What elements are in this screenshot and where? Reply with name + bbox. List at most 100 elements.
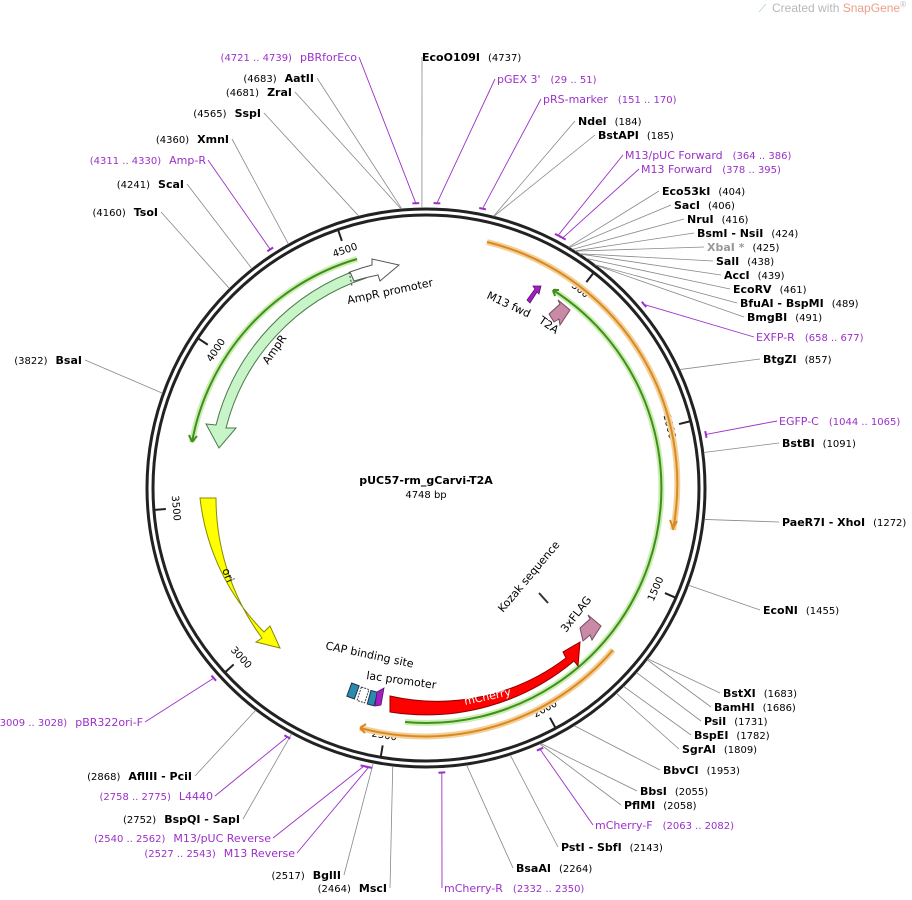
primer-range: (2540 .. 2562) (94, 834, 166, 845)
enzyme-name: BstXI (723, 687, 756, 700)
primer-range: (2527 .. 2543) (144, 849, 216, 860)
enzyme-name: AccI (724, 269, 750, 282)
enzyme-position: (1091) (823, 439, 856, 450)
primer-connector (436, 78, 496, 204)
enzyme-name: MscI (359, 882, 387, 895)
enzyme-connector (586, 258, 731, 290)
green-arc-right-halo (404, 287, 665, 726)
enzyme-name: SgrAI (682, 743, 716, 756)
ampr-arrow (205, 267, 367, 449)
green-arc-right (404, 289, 663, 724)
primer-range: (29 .. 51) (551, 75, 597, 86)
primer-connector (539, 748, 594, 826)
enzyme-label: XbaI *(425) (707, 241, 779, 254)
enzyme-position: (1809) (724, 745, 757, 756)
enzyme-label: BstAPI(185) (598, 129, 674, 142)
enzyme-position: (4360) (156, 135, 189, 146)
primer-site-mcherry-r: mCherry-R(2332 .. 2350) (438, 771, 584, 895)
enzyme-label: BbvCI(1953) (663, 764, 740, 777)
enzyme-site-bbsi: BbsI(2055) (540, 743, 708, 798)
enzyme-site-afliii-pcii: (2868)AflIII - PciI (87, 709, 257, 783)
enzyme-name: BamHI (714, 701, 755, 714)
primer-name: pGEX 3' (497, 73, 541, 86)
enzyme-connector (389, 766, 394, 889)
primer-name: pBRforEco (300, 51, 357, 64)
lac-label: lac promoter (366, 669, 438, 692)
enzyme-name: PaeR7I - XhoI (782, 516, 865, 529)
enzyme-connector (703, 442, 780, 453)
primer-range: (2758 .. 2775) (99, 792, 171, 803)
primer-name: M13 Forward (641, 163, 712, 176)
enzyme-position: (2517) (272, 871, 305, 882)
ori-label: ori (219, 566, 236, 584)
enzyme-site-bamhi: BamHI(1686) (646, 659, 796, 714)
primer-mark (536, 746, 544, 752)
mcherry-arrow (389, 641, 581, 716)
enzyme-name: ZraI (267, 86, 292, 99)
enzyme-name: EcoO109I (422, 51, 480, 64)
primer-site-pgex-3: pGEX 3' (29 .. 51) (433, 73, 597, 205)
primer-range: (378 .. 395) (722, 165, 781, 176)
primer-mark (266, 246, 274, 253)
enzyme-label: BtgZI(857) (763, 353, 832, 366)
enzyme-site-xmni: (4360) XmnI (156, 133, 289, 245)
primer-connector (562, 168, 640, 239)
primer-label: (4721 .. 4739)pBRforEco (221, 51, 358, 64)
enzyme-site-bstxi: BstXI(1683) (647, 658, 797, 700)
enzyme-site-bbvci: BbvCI(1953) (573, 725, 740, 777)
plasmid-length: 4748 bp (405, 490, 446, 501)
enzyme-site-aatii: (4683)AatII (243, 72, 403, 210)
enzyme-name: AatII (285, 72, 314, 85)
kozak-label: Kozak sequence (495, 538, 562, 615)
enzyme-name: BspEI (694, 729, 728, 742)
enzyme-position: (857) (805, 355, 832, 366)
enzyme-position: (3822) (14, 356, 47, 367)
enzyme-label: (4683)AatII (243, 72, 314, 85)
enzyme-site-sali: SalI(438) (579, 253, 774, 268)
cap-label: CAP binding site (324, 639, 415, 670)
enzyme-position: (185) (647, 131, 674, 142)
enzyme-position: (1455) (806, 606, 839, 617)
enzyme-position: (1782) (736, 731, 769, 742)
primer-site-m13-reverse: (2527 .. 2543)M13 Reverse (144, 765, 373, 860)
primer-connector (705, 420, 778, 435)
primer-mark (479, 207, 487, 211)
enzyme-site-scai: (4241)ScaI (117, 178, 253, 269)
enzyme-name: XmnI (197, 133, 229, 146)
primer-connector (214, 736, 288, 797)
primer-connector (482, 98, 542, 209)
ruler-tick (678, 420, 690, 426)
enzyme-connector (568, 190, 660, 248)
enzyme-site-bfuai-bspmi: BfuAI - BspMI(489) (594, 264, 859, 310)
enzyme-label: NruI(416) (687, 213, 749, 226)
primer-label: EGFP-C(1044 .. 1065) (779, 415, 900, 428)
enzyme-position: (424) (771, 229, 798, 240)
enzyme-connector (186, 183, 253, 269)
primer-name: M13/pUC Reverse (173, 832, 271, 845)
enzyme-label: PaeR7I - XhoI(1272) (782, 516, 906, 529)
enzyme-label: (4160)TsoI (92, 206, 158, 219)
enzyme-connector (573, 725, 661, 771)
ori-arrow (199, 497, 281, 649)
enzyme-name: XbaI * (707, 241, 745, 254)
primer-label: pRS-marker(151 .. 170) (543, 93, 677, 106)
enzyme-name: TsoI (134, 206, 158, 219)
enzyme-position: (439) (758, 271, 785, 282)
enzyme-connector (231, 138, 289, 245)
enzyme-label: BfuAI - BspMI(489) (740, 297, 859, 310)
enzyme-name: BsaI (56, 354, 82, 367)
primer-site-l4440: (2758 .. 2775)L4440 (99, 734, 291, 803)
primer-site-m13-puc-reverse: (2540 .. 2562) M13/pUC Reverse (94, 764, 368, 845)
enzyme-position: (2868) (87, 772, 120, 783)
enzyme-name: BsmI - NsiI (697, 227, 763, 240)
primer-site-mcherry-f: mCherry-F(2063 .. 2082) (536, 746, 734, 832)
enzyme-site-tsoi: (4160)TsoI (92, 206, 230, 289)
primer-label: (3009 .. 3028)pBR322ori-F (0, 716, 143, 729)
plasmid-backbone (145, 207, 707, 769)
primer-mark (559, 235, 567, 241)
enzyme-label: (3822) BsaI (14, 354, 82, 367)
enzyme-label: BstXI(1683) (723, 687, 797, 700)
enzyme-site-bglii: (2517)BglII (272, 762, 374, 882)
enzyme-connector (569, 204, 672, 248)
enzyme-label: (2868)AflIII - PciI (87, 770, 192, 783)
